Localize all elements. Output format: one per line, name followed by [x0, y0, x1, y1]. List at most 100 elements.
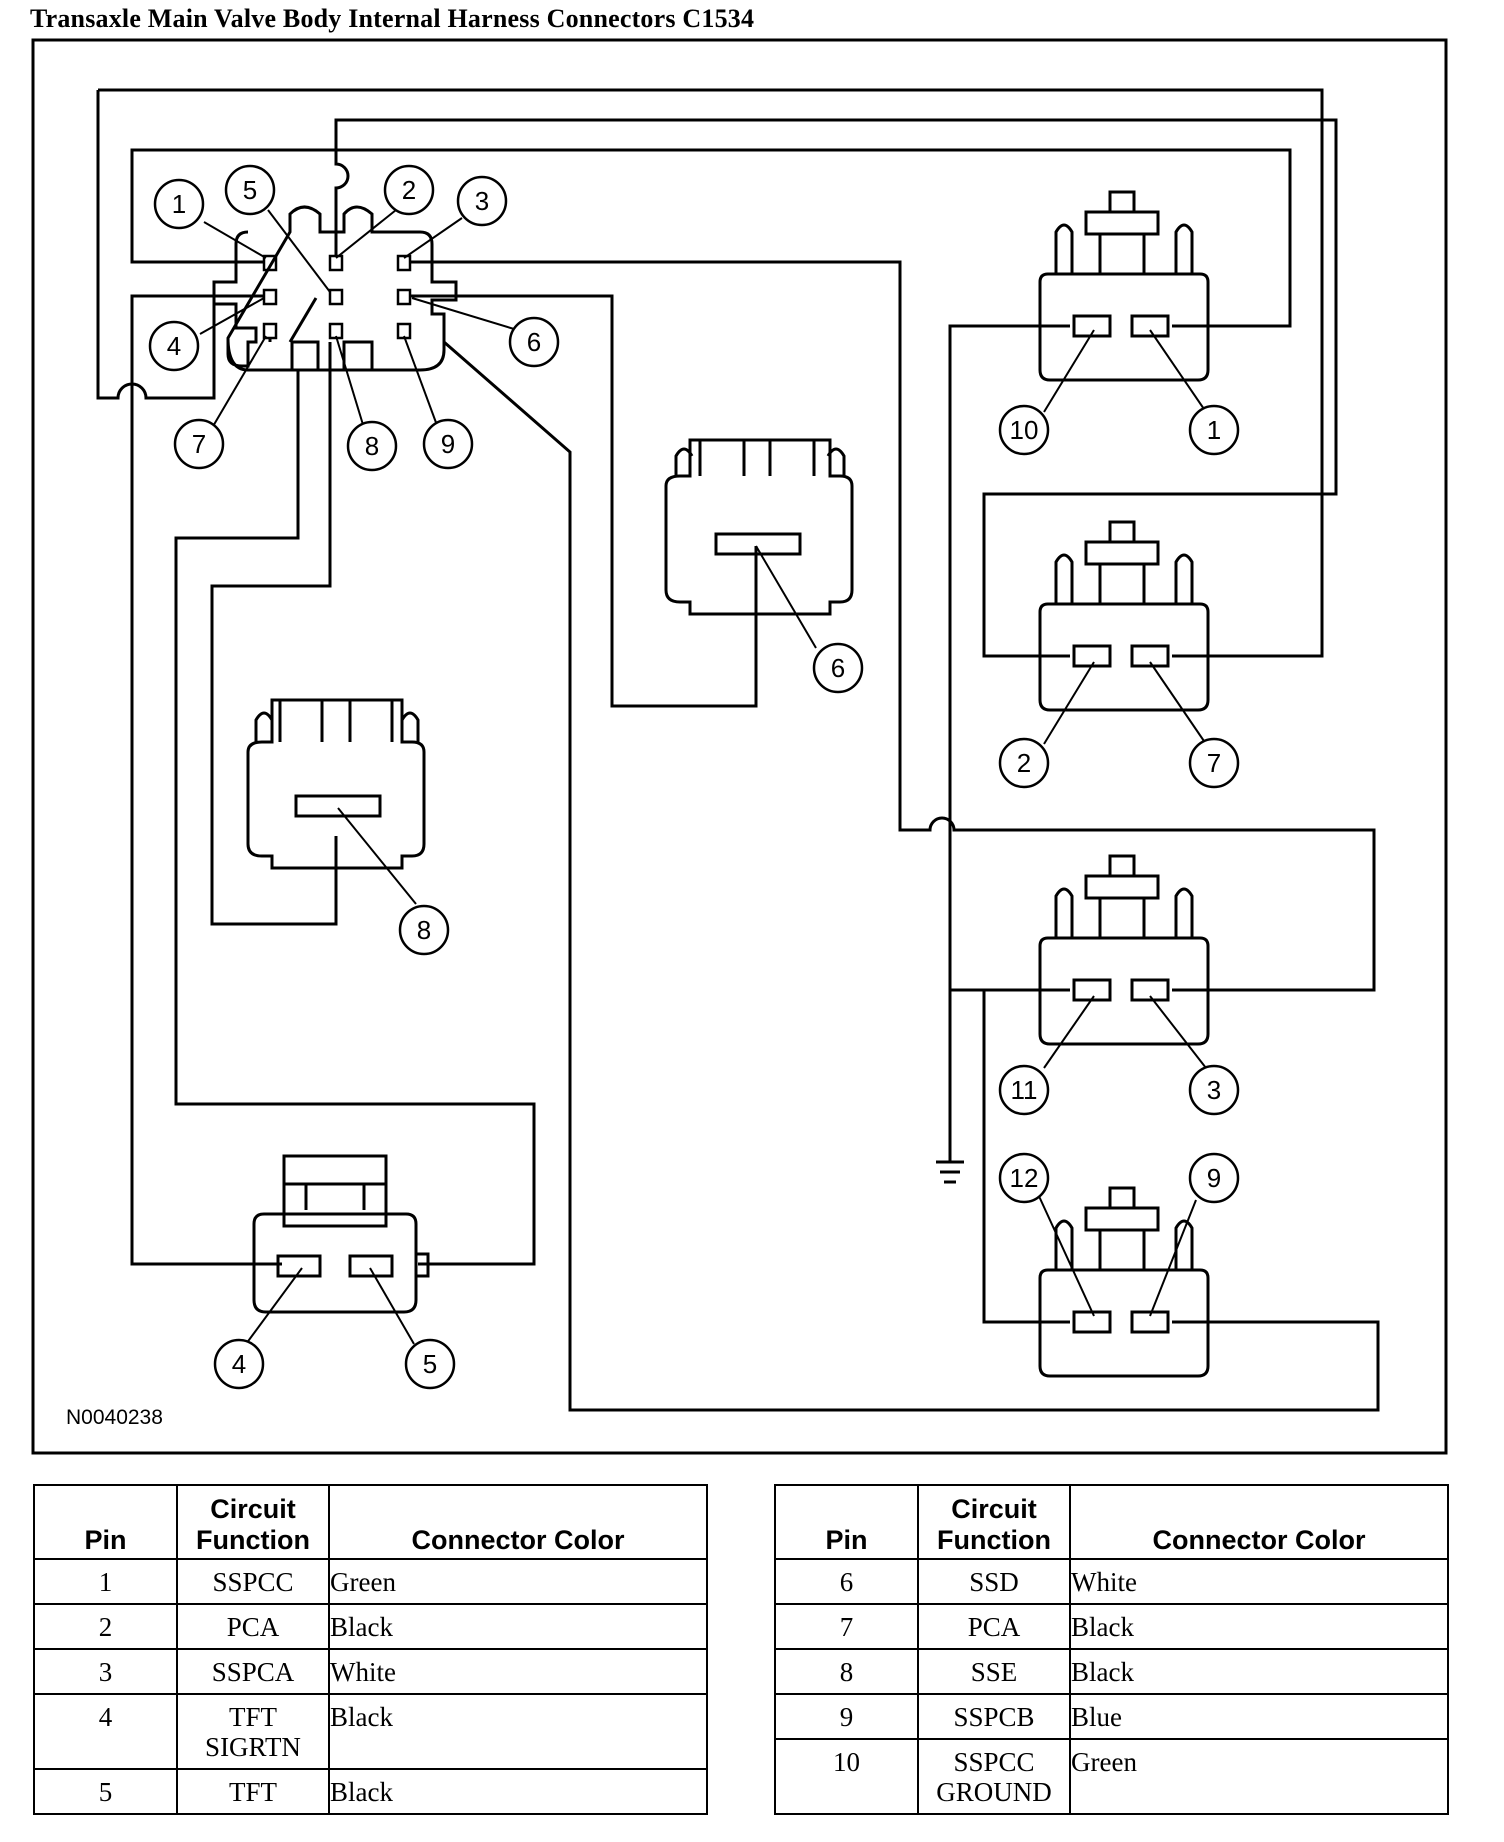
function-cell: SSE — [917, 1648, 1071, 1695]
svg-text:3: 3 — [475, 186, 489, 216]
pin-cell: 4 — [33, 1693, 178, 1770]
function-cell: PCA — [176, 1603, 330, 1650]
solenoid-connector-1 — [1038, 190, 1210, 382]
callout-main-pin-6: 6 — [508, 316, 560, 368]
main-connector-pin-cavities — [262, 254, 412, 340]
color-cell: Black — [328, 1693, 708, 1770]
color-cell: Green — [1069, 1738, 1449, 1815]
svg-text:3: 3 — [1207, 1075, 1221, 1105]
table-row: 2 PCA Black — [33, 1603, 708, 1650]
svg-text:4: 4 — [167, 331, 181, 361]
svg-text:2: 2 — [402, 175, 416, 205]
wiring-diagram: 1 5 2 3 4 6 7 8 9 10 1 2 7 11 3 12 9 6 8… — [31, 38, 1448, 1455]
table-row: 1 SSPCC Green — [33, 1558, 708, 1605]
harness-wires — [96, 88, 1380, 1412]
color-cell: Black — [328, 1603, 708, 1650]
table-row: 5 TFT Black — [33, 1768, 708, 1815]
header-pin: Pin — [774, 1484, 919, 1560]
function-cell: SSPCA — [176, 1648, 330, 1695]
pin-cell: 2 — [33, 1603, 178, 1650]
callout-component-pin-12: 12 — [998, 1152, 1050, 1204]
color-cell: White — [328, 1648, 708, 1695]
svg-text:1: 1 — [172, 189, 186, 219]
svg-text:5: 5 — [243, 175, 257, 205]
solenoid-connector-3 — [1038, 854, 1210, 1046]
svg-text:12: 12 — [1010, 1163, 1039, 1193]
svg-text:1: 1 — [1207, 415, 1221, 445]
callout-main-pin-1: 1 — [153, 178, 205, 230]
pin-cell: 8 — [774, 1648, 919, 1695]
color-cell: Blue — [1069, 1693, 1449, 1740]
callout-component-pin-9: 9 — [1188, 1152, 1240, 1204]
color-cell: Black — [1069, 1648, 1449, 1695]
header-pin: Pin — [33, 1484, 178, 1560]
svg-text:6: 6 — [527, 327, 541, 357]
header-connector-color: Connector Color — [1069, 1484, 1449, 1560]
function-cell: SSPCC — [176, 1558, 330, 1605]
function-cell: PCA — [917, 1603, 1071, 1650]
pin-cell: 1 — [33, 1558, 178, 1605]
svg-text:2: 2 — [1017, 748, 1031, 778]
callout-component-pin-1: 1 — [1188, 404, 1240, 456]
table-row: 3 SSPCA White — [33, 1648, 708, 1695]
svg-text:10: 10 — [1010, 415, 1039, 445]
callout-main-pin-8: 8 — [346, 420, 398, 472]
tft-sensor-connector — [252, 1154, 430, 1314]
callout-main-pin-9: 9 — [422, 418, 474, 470]
svg-text:8: 8 — [417, 915, 431, 945]
svg-text:9: 9 — [1207, 1163, 1221, 1193]
svg-text:4: 4 — [232, 1349, 246, 1379]
color-cell: Black — [1069, 1603, 1449, 1650]
header-connector-color: Connector Color — [328, 1484, 708, 1560]
diagram-title: Transaxle Main Valve Body Internal Harne… — [30, 4, 755, 33]
svg-text:5: 5 — [423, 1349, 437, 1379]
callout-component-pin-11: 11 — [998, 1064, 1050, 1116]
callout-component-pin-2: 2 — [998, 737, 1050, 789]
color-cell: Green — [328, 1558, 708, 1605]
solenoid-connector-4 — [1038, 1186, 1210, 1378]
svg-text:9: 9 — [441, 429, 455, 459]
callout-component-pin-5: 5 — [404, 1338, 456, 1390]
component-callouts: 10 1 2 7 11 3 12 9 6 8 4 5 — [213, 404, 1240, 1390]
callout-main-pin-3: 3 — [456, 175, 508, 227]
function-cell: SSD — [917, 1558, 1071, 1605]
solenoid-connector-2 — [1038, 520, 1210, 712]
color-cell: White — [1069, 1558, 1449, 1605]
main-connector-callouts: 1 5 2 3 4 6 7 8 9 — [148, 164, 560, 472]
callout-component-pin-10: 10 — [998, 404, 1050, 456]
solenoid-connector-6 — [664, 438, 854, 616]
callout-main-pin-5: 5 — [224, 164, 276, 216]
callout-main-pin-2: 2 — [383, 164, 435, 216]
pin-cell: 10 — [774, 1738, 919, 1815]
callout-component-pin-7: 7 — [1188, 737, 1240, 789]
table-row: 9 SSPCB Blue — [774, 1693, 1449, 1740]
callout-main-pin-4: 4 — [148, 320, 200, 372]
function-cell: TFT — [176, 1768, 330, 1815]
main-connector-c1534 — [212, 205, 458, 372]
callout-component-pin-8: 8 — [398, 904, 450, 956]
function-cell: SSPCB — [917, 1693, 1071, 1740]
table-row: 8 SSE Black — [774, 1648, 1449, 1695]
callout-component-pin-6: 6 — [812, 642, 864, 694]
pin-cell: 6 — [774, 1558, 919, 1605]
leader-lines — [199, 209, 1207, 1345]
pin-cell: 9 — [774, 1693, 919, 1740]
pin-cell: 3 — [33, 1648, 178, 1695]
callout-component-pin-4: 4 — [213, 1338, 265, 1390]
pin-cell: 5 — [33, 1768, 178, 1815]
pin-cell: 7 — [774, 1603, 919, 1650]
svg-text:7: 7 — [1207, 748, 1221, 778]
svg-text:8: 8 — [365, 431, 379, 461]
color-cell: Black — [328, 1768, 708, 1815]
svg-text:6: 6 — [831, 653, 845, 683]
